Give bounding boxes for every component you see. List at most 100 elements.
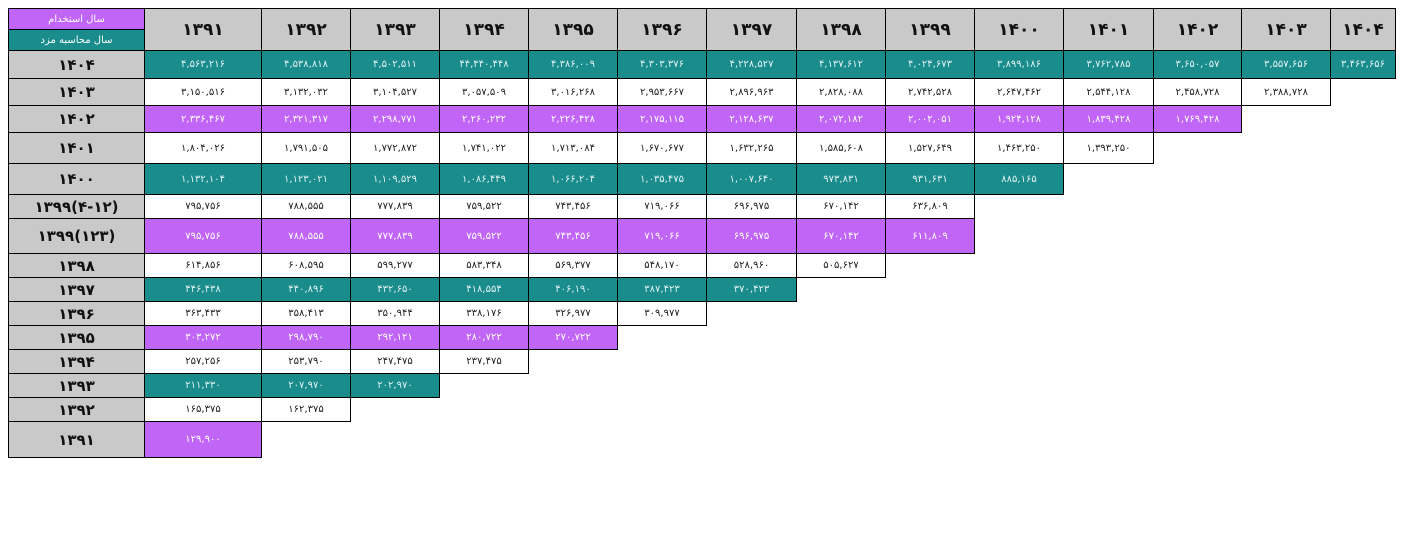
- value-cell: ۱,۸۳۹,۴۲۸: [1063, 105, 1154, 133]
- empty-cell: [1331, 302, 1396, 326]
- value-cell: ۲۸۰,۷۲۲: [439, 325, 529, 350]
- value-cell: ۴۳۲,۶۵۰: [350, 277, 440, 302]
- header-row-2: سال محاسبه مزد: [8, 29, 1396, 51]
- empty-cell: [440, 374, 529, 398]
- value-cell: ۷۱۹,۰۶۶: [617, 218, 707, 254]
- empty-cell: [1064, 164, 1154, 195]
- value-cell: ۶۱۱,۸۰۹: [885, 218, 975, 254]
- empty-cell: [975, 195, 1064, 219]
- value-cell: ۱,۱۲۳,۰۲۱: [261, 163, 351, 195]
- empty-cell: [1154, 326, 1242, 350]
- value-cell: ۳۶۳,۴۳۳: [144, 301, 262, 326]
- value-cell: ۴,۳۰۳,۳۷۶: [617, 50, 707, 79]
- empty-cell: [1154, 302, 1242, 326]
- col-header-12: ۱۴۰۳: [1241, 8, 1331, 51]
- value-cell: ۲۹۸,۷۹۰: [261, 325, 351, 350]
- value-cell: ۶۹۶,۹۷۵: [706, 218, 797, 254]
- value-cell: ۲,۳۲۱,۳۱۷: [261, 105, 351, 133]
- empty-cell: [1154, 164, 1242, 195]
- empty-cell: [797, 278, 886, 302]
- value-cell: ۴۴۶,۴۳۸: [144, 277, 262, 302]
- empty-cell: [1064, 326, 1154, 350]
- empty-cell: [797, 350, 886, 374]
- value-cell: ۲,۲۹۸,۷۷۱: [350, 105, 440, 133]
- value-cell: ۲,۶۴۷,۴۶۲: [974, 78, 1064, 106]
- value-cell: ۱۶۲,۳۷۵: [261, 397, 351, 422]
- empty-cell: [707, 302, 797, 326]
- value-cell: ۵۰۵,۶۲۷: [796, 253, 886, 278]
- value-cell: ۴,۵۰۲,۵۱۱: [350, 50, 440, 79]
- value-cell: ۴۱۸,۵۵۴: [439, 277, 529, 302]
- empty-cell: [1154, 350, 1242, 374]
- empty-cell: [529, 350, 618, 374]
- empty-cell: [1242, 164, 1331, 195]
- empty-cell: [1064, 374, 1154, 398]
- value-cell: ۹۷۳,۸۳۱: [796, 163, 886, 195]
- value-cell: ۳۸۷,۴۲۳: [617, 277, 707, 302]
- value-cell: ۱,۵۲۷,۶۴۹: [885, 132, 975, 164]
- empty-cell: [618, 350, 707, 374]
- value-cell: ۴۴,۴۴۰,۴۴۸: [439, 50, 529, 79]
- empty-cell: [1331, 195, 1396, 219]
- value-cell: ۱,۶۳۲,۲۶۵: [706, 132, 797, 164]
- value-cell: ۷۹۵,۷۵۶: [144, 194, 262, 219]
- value-cell: ۳,۱۵۰,۵۱۶: [144, 78, 262, 106]
- value-cell: ۱,۳۹۳,۲۵۰: [1063, 132, 1154, 164]
- empty-cell: [797, 422, 886, 458]
- value-cell: ۶۷۰,۱۴۲: [796, 218, 886, 254]
- row-header: ۱۳۹۷: [8, 277, 145, 302]
- empty-cell: [1064, 422, 1154, 458]
- value-cell: ۴,۰۲۴,۶۷۳: [885, 50, 975, 79]
- empty-cell: [1331, 254, 1396, 278]
- value-cell: ۷۸۸,۵۵۵: [261, 194, 351, 219]
- value-cell: ۳۵۸,۴۱۳: [261, 301, 351, 326]
- empty-cell: [886, 398, 975, 422]
- empty-cell: [797, 398, 886, 422]
- empty-cell: [1242, 350, 1331, 374]
- value-cell: ۳,۱۳۲,۰۳۲: [261, 78, 351, 106]
- empty-cell: [1064, 350, 1154, 374]
- row-header: ۱۴۰۳: [8, 78, 145, 106]
- value-cell: ۲۹۲,۱۲۱: [350, 325, 440, 350]
- row-header: ۱۳۹۱: [8, 421, 145, 458]
- empty-cell: [1242, 219, 1331, 254]
- value-cell: ۷۱۹,۰۶۶: [617, 194, 707, 219]
- value-cell: ۷۵۹,۵۲۲: [439, 218, 529, 254]
- col-header-8: ۱۳۹۹: [885, 8, 975, 51]
- empty-cell: [1331, 374, 1396, 398]
- value-cell: ۴,۳۸۶,۰۰۹: [528, 50, 618, 79]
- value-cell: ۵۸۳,۳۴۸: [439, 253, 529, 278]
- empty-cell: [1331, 278, 1396, 302]
- col-header-13: ۱۴۰۴: [1330, 8, 1396, 51]
- value-cell: ۲,۴۵۸,۷۲۸: [1153, 78, 1242, 106]
- value-cell: ۲,۰۷۲,۱۸۲: [796, 105, 886, 133]
- value-cell: ۱,۷۱۳,۰۸۴: [528, 132, 618, 164]
- empty-cell: [618, 374, 707, 398]
- corner-calc-year-label: سال محاسبه مزد: [8, 29, 145, 51]
- value-cell: ۶۹۶,۹۷۵: [706, 194, 797, 219]
- empty-cell: [975, 254, 1064, 278]
- value-cell: ۲,۱۷۵,۱۱۵: [617, 105, 707, 133]
- value-cell: ۴,۵۶۳,۲۱۶: [144, 50, 262, 79]
- value-cell: ۳,۶۵۰,۰۵۷: [1153, 50, 1242, 79]
- value-cell: ۳,۵۵۷,۶۵۶: [1241, 50, 1331, 79]
- value-cell: ۱,۱۰۹,۵۲۹: [350, 163, 440, 195]
- empty-cell: [1242, 106, 1331, 133]
- row-header: ۱۴۰۴: [8, 50, 145, 79]
- row-header: ۱۳۹۸: [8, 253, 145, 278]
- value-cell: ۲,۲۶۰,۲۳۲: [439, 105, 529, 133]
- row-header: ۱۳۹۵: [8, 325, 145, 350]
- empty-cell: [529, 422, 618, 458]
- col-header-6: ۱۳۹۷: [706, 8, 797, 51]
- value-cell: ۲,۱۲۸,۶۳۷: [706, 105, 797, 133]
- value-cell: ۴,۱۳۷,۶۱۲: [796, 50, 886, 79]
